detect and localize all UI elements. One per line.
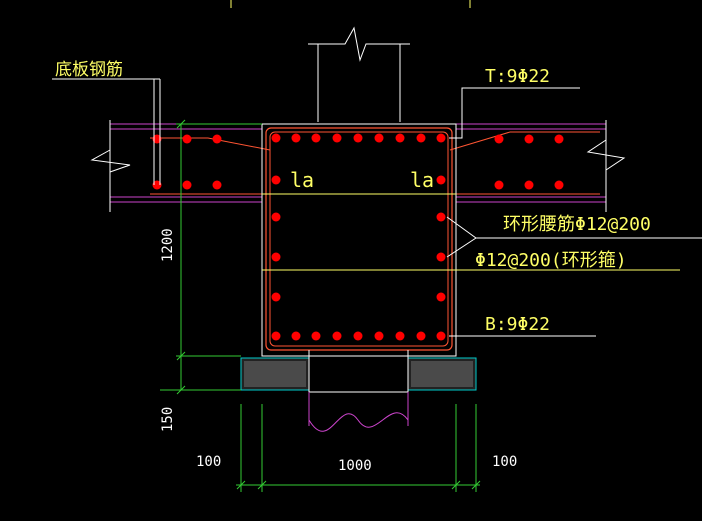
bottom-bars	[271, 331, 446, 341]
column-stub	[308, 26, 410, 122]
rebar-dot	[554, 134, 564, 144]
dim-horizontal	[236, 404, 481, 492]
rebar-dot	[332, 331, 342, 341]
rebar-dot	[152, 180, 162, 190]
rebar-dot	[271, 212, 281, 222]
dim-vertical	[160, 119, 262, 395]
rebar-dot	[494, 134, 504, 144]
rebar-dot	[271, 292, 281, 302]
top-bars	[271, 133, 446, 143]
rebar-dot	[374, 133, 384, 143]
inner-stirrup	[269, 131, 449, 347]
rebar-dot	[291, 133, 301, 143]
rebar-dot	[436, 175, 446, 185]
rebar-dot	[212, 134, 222, 144]
rebar-dot	[311, 331, 321, 341]
rebar-dot	[271, 175, 281, 185]
beam-outline	[261, 123, 457, 357]
rebar-dot	[436, 133, 446, 143]
rebar-dot	[182, 180, 192, 190]
rebar-dot	[554, 180, 564, 190]
rebar-dot	[311, 133, 321, 143]
rebar-dot	[332, 133, 342, 143]
slab-rebar-label: 底板钢筋	[55, 60, 123, 80]
rebar-dot	[271, 331, 281, 341]
pile-cap	[262, 350, 456, 432]
rebar-dot	[291, 331, 301, 341]
top-bars-leader	[449, 87, 580, 139]
waist-bars-label: 环形腰筋Φ12@200	[503, 214, 651, 235]
waist-bars	[271, 175, 446, 302]
outer-stirrup	[265, 127, 453, 351]
dim-right-offset: 100	[492, 454, 517, 470]
rebar-dot	[416, 331, 426, 341]
dim-cushion: 150	[160, 407, 176, 432]
rebar-dot	[271, 252, 281, 262]
rebar-dot	[436, 252, 446, 262]
slab-right	[456, 120, 626, 212]
rebar-dot	[524, 180, 534, 190]
rebar-dot	[152, 134, 162, 144]
rebar-dot	[436, 292, 446, 302]
rebar-dot	[353, 331, 363, 341]
rebar-dot	[374, 331, 384, 341]
rebar-dot	[271, 133, 281, 143]
rebar-dot	[212, 180, 222, 190]
slab-rebar-lines	[150, 131, 600, 195]
rebar-dot	[395, 331, 405, 341]
rebar-dot	[395, 133, 405, 143]
waist-leader	[446, 216, 702, 258]
slab-bars	[152, 134, 564, 190]
rebar-dot	[353, 133, 363, 143]
cushion	[240, 357, 477, 391]
rebar-dot	[416, 133, 426, 143]
slab-left	[90, 120, 262, 212]
slab-label-leader	[52, 78, 161, 185]
rebar-dot	[494, 180, 504, 190]
dim-beam-width: 1000	[338, 458, 372, 474]
rebar-dot	[182, 134, 192, 144]
rebar-dot	[524, 134, 534, 144]
anchor-label-left: la	[290, 168, 314, 192]
anchor-label-right: la	[410, 168, 434, 192]
bottom-bars-label: B:9Φ22	[485, 314, 550, 335]
rebar-dot	[436, 331, 446, 341]
top-bars-label: T:9Φ22	[485, 66, 550, 87]
dim-beam-height: 1200	[160, 228, 176, 262]
rebar-dot	[436, 212, 446, 222]
dim-left-offset: 100	[196, 454, 221, 470]
ring-stirrup-label: Φ12@200(环形箍)	[475, 250, 627, 271]
